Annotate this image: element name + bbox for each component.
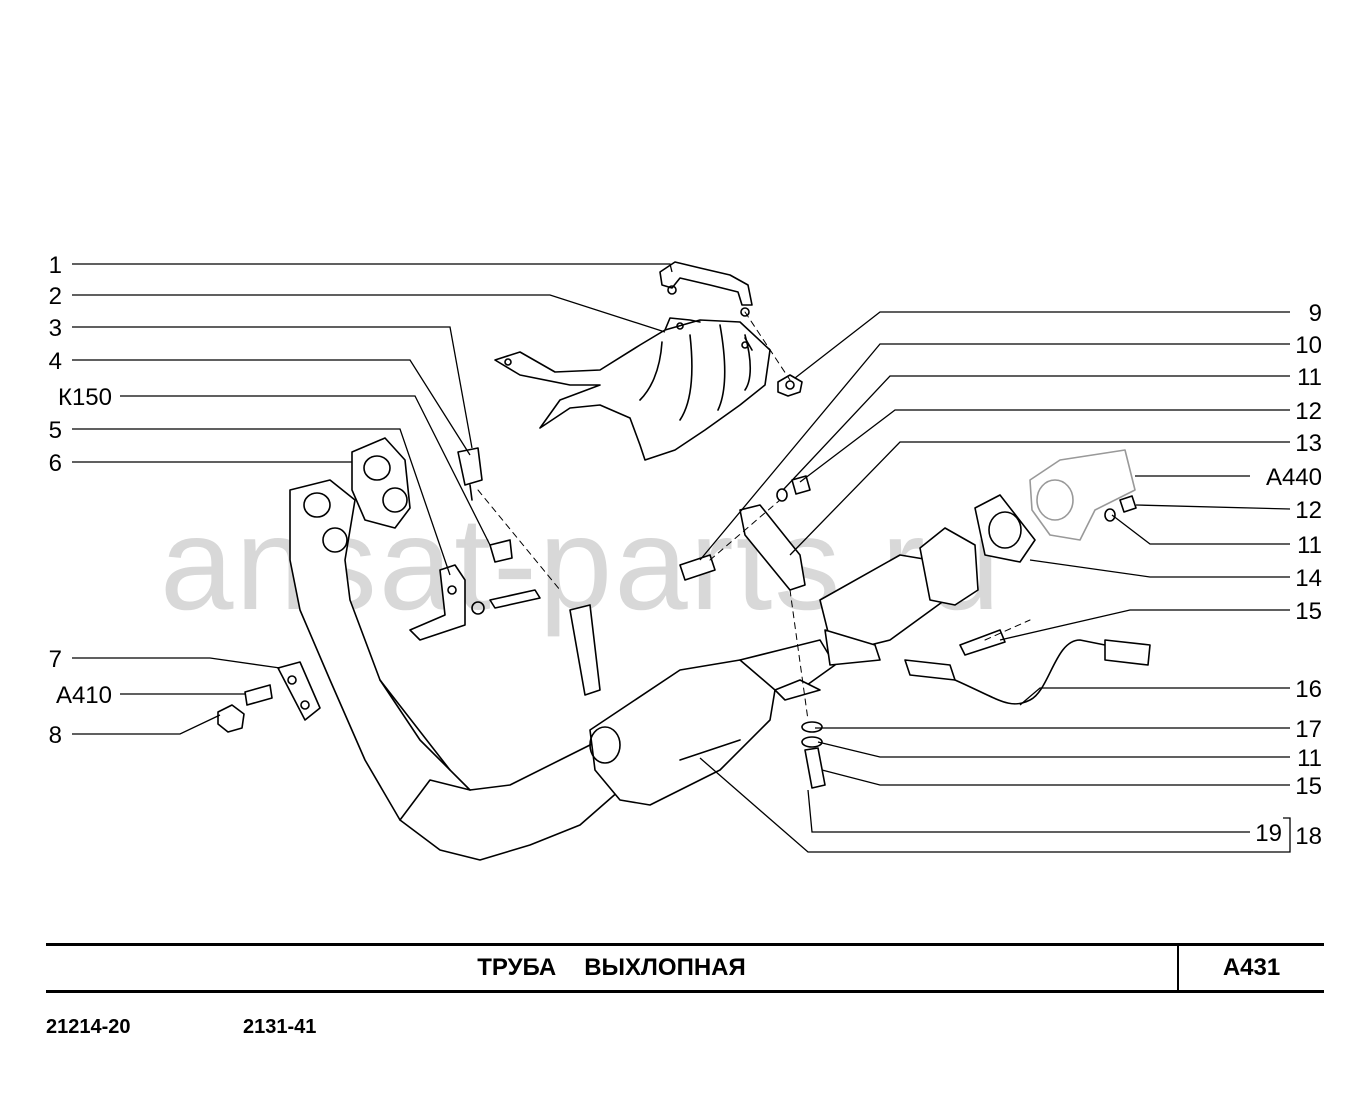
bracket-5 xyxy=(409,564,485,641)
section-code: А431 xyxy=(1222,954,1281,981)
callout-6: 6 xyxy=(49,450,62,477)
callout-a440: А440 xyxy=(1266,464,1322,491)
front-pipe xyxy=(289,479,621,861)
callouts-right: 9 10 11 12 13 А440 12 11 14 15 16 17 11 … xyxy=(1255,300,1322,850)
title-word-2: ВЫХЛОПНАЯ xyxy=(584,954,746,981)
gasket-6 xyxy=(351,437,411,529)
muffler-flange xyxy=(1029,449,1136,541)
callout-17: 17 xyxy=(1295,716,1322,743)
heat-shield xyxy=(494,317,771,461)
callout-k150: К150 xyxy=(58,384,112,411)
callout-7: 7 xyxy=(49,646,62,673)
mid-pipe xyxy=(774,527,979,701)
callouts-left: 1 2 3 4 К150 5 6 7 А410 8 xyxy=(49,252,112,749)
callout-15-a: 15 xyxy=(1295,598,1322,625)
title-word-1: ТРУБА xyxy=(477,954,557,981)
title-block: ТРУБА ВЫХЛОПНАЯ А431 xyxy=(46,943,1324,993)
callout-10: 10 xyxy=(1295,332,1322,359)
bracket-7 xyxy=(217,661,321,733)
oxygen-sensor-rear xyxy=(904,639,1151,705)
model-code-2: 2131-41 xyxy=(243,1016,317,1038)
callout-12-b: 12 xyxy=(1295,497,1322,524)
callout-a410: А410 xyxy=(56,682,112,709)
callout-5: 5 xyxy=(49,417,62,444)
page-title: ТРУБА ВЫХЛОПНАЯ xyxy=(46,946,1179,990)
gasket-14 xyxy=(974,494,1036,563)
callout-19: 19 xyxy=(1255,820,1282,847)
exhaust-pipe-diagram: 1 2 3 4 К150 5 6 7 А410 8 9 10 11 12 13 … xyxy=(49,252,1322,861)
callout-18: 18 xyxy=(1295,823,1322,850)
callout-2: 2 xyxy=(49,283,62,310)
callout-12-a: 12 xyxy=(1295,398,1322,425)
fasteners-right xyxy=(679,475,1137,789)
model-code-1: 21214-20 xyxy=(46,1016,131,1038)
callout-3: 3 xyxy=(49,315,62,342)
catalytic-converter xyxy=(589,639,836,806)
callout-9: 9 xyxy=(1309,300,1322,327)
callout-11-a: 11 xyxy=(1297,364,1322,391)
nut-9 xyxy=(777,374,803,397)
callout-16: 16 xyxy=(1295,676,1322,703)
callout-13: 13 xyxy=(1295,430,1322,457)
callout-1: 1 xyxy=(49,252,62,279)
callout-8: 8 xyxy=(49,722,62,749)
callout-14: 14 xyxy=(1295,565,1322,592)
bracket-top xyxy=(659,261,753,317)
callout-11-c: 11 xyxy=(1297,745,1322,772)
callout-11-b: 11 xyxy=(1297,532,1322,559)
callout-4: 4 xyxy=(49,348,62,375)
oxygen-sensor-front xyxy=(457,447,601,696)
callout-15-b: 15 xyxy=(1295,773,1322,800)
